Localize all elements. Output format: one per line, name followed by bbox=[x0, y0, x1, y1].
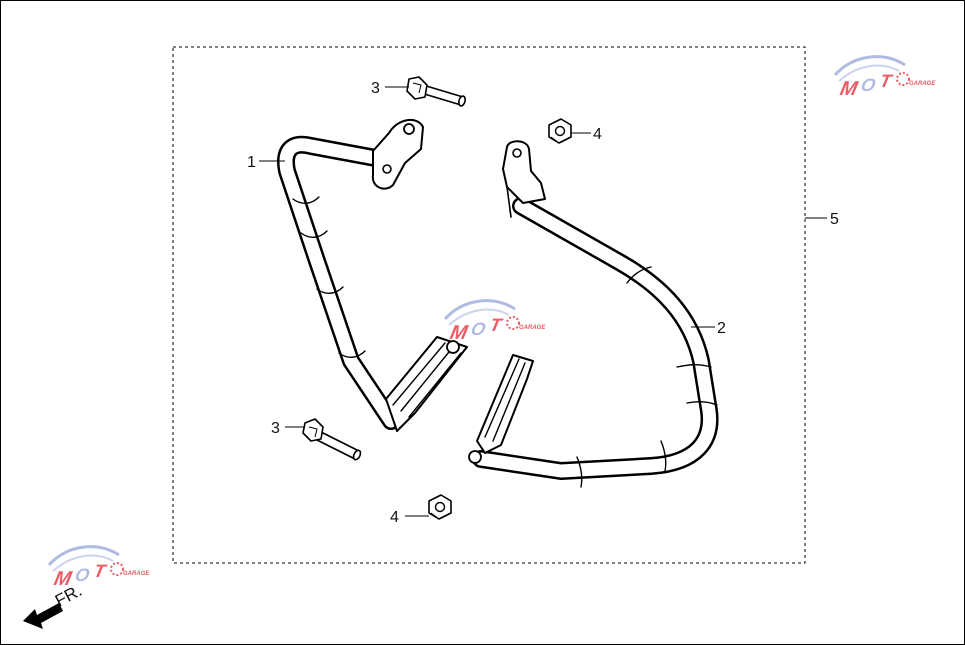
right-guard-bar bbox=[468, 140, 719, 488]
bolt-top bbox=[406, 76, 466, 107]
callout-part-4-bottom: 4 bbox=[390, 509, 399, 526]
left-guard-bar bbox=[277, 118, 468, 432]
direction-arrow-icon bbox=[23, 603, 63, 629]
callout-part-5-kit: 5 bbox=[830, 211, 839, 228]
callout-part-1: 1 bbox=[247, 154, 256, 171]
nut-top bbox=[548, 118, 572, 144]
leader-lines bbox=[259, 86, 827, 517]
callout-part-4-top: 4 bbox=[593, 126, 602, 143]
callout-part-3-top: 3 bbox=[371, 80, 380, 97]
watermark-logo bbox=[47, 55, 938, 592]
callout-part-3-bottom: 3 bbox=[271, 420, 280, 437]
bolt-bottom bbox=[302, 418, 362, 461]
callout-part-2: 2 bbox=[717, 320, 726, 337]
kit-boundary bbox=[172, 46, 806, 564]
nut-bottom bbox=[428, 494, 452, 520]
